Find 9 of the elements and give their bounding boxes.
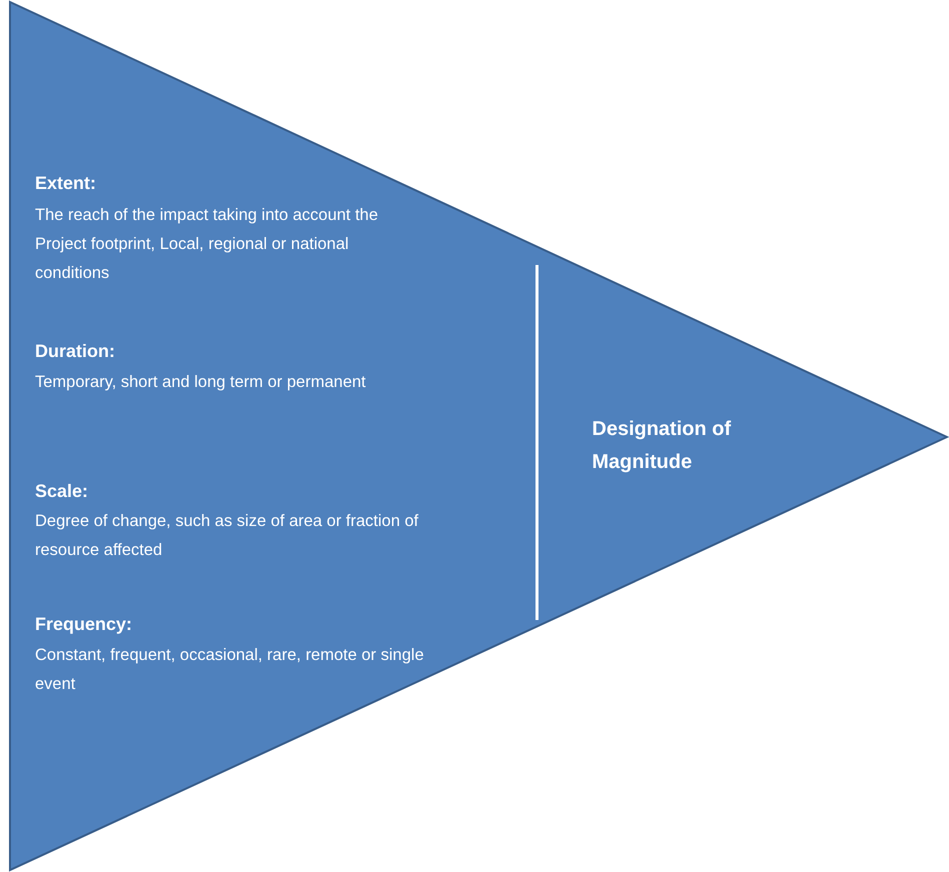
description-text: The reach of the impact taking into account the Project footprint, Local, regional or national conditions bbox=[35, 205, 380, 284]
heading: Frequency: bbox=[35, 613, 134, 636]
description-text: Constant, frequent, occasional, rare, remote or single event bbox=[35, 645, 425, 695]
magnitude-label: Designation of Magnitude bbox=[592, 417, 732, 475]
description-text: Degree of change, such as size of area or fraction of resource affected bbox=[35, 511, 420, 561]
heading: Extent: bbox=[35, 172, 98, 195]
heading: Scale: bbox=[35, 480, 90, 503]
heading: Duration: bbox=[35, 340, 116, 363]
description-text: Temporary, short and long term or permanent bbox=[35, 372, 367, 393]
